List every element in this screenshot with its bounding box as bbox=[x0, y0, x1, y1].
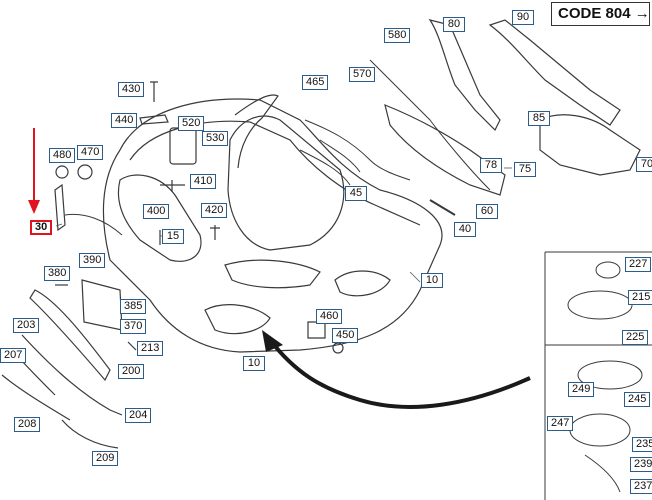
callout-213[interactable]: 213 bbox=[137, 341, 164, 356]
clip-213 bbox=[127, 341, 137, 351]
bumper-cover bbox=[102, 98, 443, 353]
callout-80[interactable]: 80 bbox=[443, 17, 465, 32]
grille-200 bbox=[29, 289, 111, 382]
callout-75[interactable]: 75 bbox=[514, 162, 536, 177]
upper-trim bbox=[234, 94, 279, 169]
cable-30 bbox=[64, 213, 123, 236]
callout-460[interactable]: 460 bbox=[316, 309, 343, 324]
red-indicator-head bbox=[28, 200, 40, 214]
lower-intake bbox=[224, 259, 321, 289]
fog-grille-215 bbox=[567, 290, 633, 320]
callout-15[interactable]: 15 bbox=[162, 229, 184, 244]
callout-465[interactable]: 465 bbox=[302, 75, 329, 90]
callout-70[interactable]: 70 bbox=[636, 157, 652, 172]
callout-78[interactable]: 78 bbox=[480, 158, 502, 173]
cable-570 bbox=[369, 59, 491, 191]
callout-207[interactable]: 207 bbox=[0, 348, 27, 363]
fog-ring-227 bbox=[595, 261, 621, 279]
grille-opening bbox=[227, 115, 345, 251]
sensor-470 bbox=[77, 164, 93, 180]
callout-227[interactable]: 227 bbox=[625, 257, 652, 272]
bracket-90 bbox=[488, 19, 621, 126]
callout-530[interactable]: 530 bbox=[202, 131, 229, 146]
fog-opening-right bbox=[334, 270, 391, 297]
callout-370[interactable]: 370 bbox=[120, 319, 147, 334]
callout-385[interactable]: 385 bbox=[120, 299, 147, 314]
leader-10 bbox=[409, 271, 421, 283]
fastener-410 bbox=[160, 180, 185, 192]
callout-420[interactable]: 420 bbox=[201, 203, 228, 218]
callout-10-top[interactable]: 10 bbox=[421, 273, 443, 288]
callout-204[interactable]: 204 bbox=[125, 408, 152, 423]
callout-390[interactable]: 390 bbox=[79, 253, 106, 268]
carrier-70 bbox=[539, 114, 641, 176]
trim-209 bbox=[61, 419, 119, 449]
left-lamp-opening bbox=[117, 174, 202, 262]
code-arrow: → bbox=[634, 5, 650, 22]
bracket-460 bbox=[307, 321, 326, 339]
clip-440 bbox=[139, 114, 169, 125]
fog-opening-left bbox=[204, 304, 271, 335]
wiring-harness bbox=[299, 119, 411, 186]
callout-40[interactable]: 40 bbox=[454, 222, 476, 237]
callout-203[interactable]: 203 bbox=[13, 318, 40, 333]
callout-570[interactable]: 570 bbox=[349, 67, 376, 82]
callout-235[interactable]: 235 bbox=[632, 437, 652, 452]
strip-40 bbox=[429, 199, 456, 216]
callout-400[interactable]: 400 bbox=[143, 204, 170, 219]
trim-204 bbox=[21, 334, 123, 416]
callout-237[interactable]: 237 bbox=[630, 479, 652, 494]
callout-245[interactable]: 245 bbox=[624, 392, 651, 407]
callout-430[interactable]: 430 bbox=[118, 82, 145, 97]
callout-90[interactable]: 90 bbox=[512, 10, 534, 25]
module-520 bbox=[169, 127, 197, 165]
leader-30 bbox=[55, 223, 63, 227]
callout-440[interactable]: 440 bbox=[111, 113, 138, 128]
code-label: CODE 804 → bbox=[551, 2, 650, 26]
callout-249[interactable]: 249 bbox=[568, 382, 595, 397]
callout-85[interactable]: 85 bbox=[528, 111, 550, 126]
bolt-430 bbox=[150, 81, 158, 102]
reinforcement-60 bbox=[384, 104, 506, 196]
callout-60[interactable]: 60 bbox=[476, 204, 498, 219]
bracket-30 bbox=[54, 183, 66, 232]
bumper-inner-line bbox=[129, 120, 421, 226]
sensor-480 bbox=[55, 165, 69, 179]
callout-470[interactable]: 470 bbox=[77, 145, 104, 160]
callout-450[interactable]: 450 bbox=[332, 328, 359, 343]
callout-520[interactable]: 520 bbox=[178, 116, 205, 131]
code-text: CODE 804 bbox=[558, 5, 631, 22]
callout-200[interactable]: 200 bbox=[118, 364, 145, 379]
clip-450 bbox=[332, 342, 344, 354]
callout-380[interactable]: 380 bbox=[44, 266, 71, 281]
callout-410[interactable]: 410 bbox=[190, 174, 217, 189]
fastener-420 bbox=[210, 225, 220, 240]
callout-215[interactable]: 215 bbox=[628, 290, 652, 305]
callout-208[interactable]: 208 bbox=[14, 417, 41, 432]
callout-10-bottom[interactable]: 10 bbox=[243, 356, 265, 371]
fog-grille-245 bbox=[577, 360, 643, 390]
callout-580[interactable]: 580 bbox=[384, 28, 411, 43]
callout-480[interactable]: 480 bbox=[49, 148, 76, 163]
trim-237 bbox=[584, 454, 621, 493]
callout-30-selected[interactable]: 30 bbox=[30, 220, 53, 235]
callout-209[interactable]: 209 bbox=[92, 451, 119, 466]
callout-45[interactable]: 45 bbox=[345, 186, 367, 201]
callout-247[interactable]: 247 bbox=[547, 416, 574, 431]
pointer-arrow-curve bbox=[268, 338, 531, 409]
pointer-arrowhead bbox=[262, 330, 283, 352]
callout-225[interactable]: 225 bbox=[622, 330, 649, 345]
trim-208 bbox=[1, 374, 71, 421]
bracket-80 bbox=[428, 19, 501, 132]
plate-holder bbox=[81, 279, 123, 331]
callout-239[interactable]: 239 bbox=[630, 457, 652, 472]
fog-cover-235 bbox=[569, 413, 631, 447]
